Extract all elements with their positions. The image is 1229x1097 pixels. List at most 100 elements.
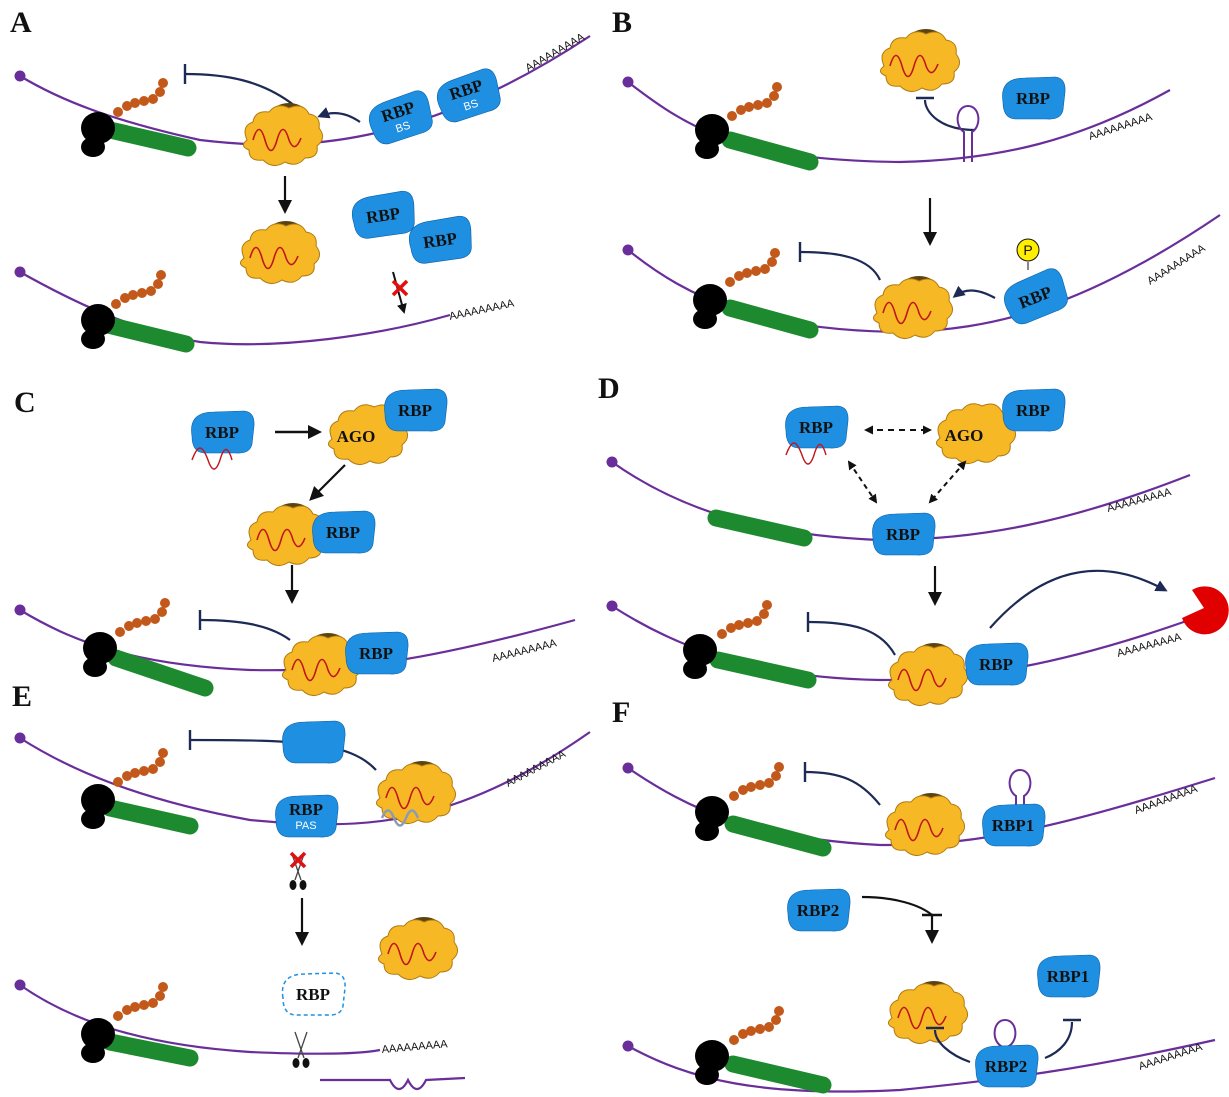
binding-site-label: BS (462, 98, 480, 114)
panel-label-d: D (598, 372, 620, 405)
ago-label: AGO (337, 427, 376, 446)
mirisc-icon (888, 981, 968, 1044)
amino-acid-bead (755, 1024, 765, 1034)
amino-acid-bead (743, 618, 753, 628)
ribosome-large-subunit (695, 796, 729, 828)
amino-acid-bead (158, 982, 168, 992)
ribosome-icon (695, 1040, 729, 1085)
rbp-body (282, 720, 346, 764)
amino-acid-bead (742, 268, 752, 278)
mirisc-icon (885, 793, 965, 856)
mirisc-body (243, 105, 323, 166)
amino-acid-bead (727, 111, 737, 121)
step-arrow (309, 464, 346, 501)
cap-5prime-icon (622, 244, 634, 256)
rbp-body (384, 388, 448, 432)
rbp-label: RBP (422, 229, 458, 253)
exonuclease-icon (1182, 586, 1229, 635)
nascent-peptide-icon (729, 1006, 784, 1045)
polya-tail: AAAAAAAAA (448, 297, 516, 323)
ribosome-small-subunit (81, 1043, 105, 1063)
rbp-label: RBP (296, 985, 330, 1004)
amino-acid-bead (158, 748, 168, 758)
scissor-handle (302, 1058, 310, 1068)
amino-acid-bead (717, 629, 727, 639)
polya-tail: AAAAAAAAA (491, 637, 559, 665)
amino-acid-bead (746, 1026, 756, 1036)
ribosome-icon (81, 784, 115, 829)
amino-acid-bead (729, 791, 739, 801)
amino-acid-bead (130, 98, 140, 108)
degraded-rbp-outline: RBP (281, 972, 346, 1016)
amino-acid-bead (734, 620, 744, 630)
inhibition-arrow-icon (923, 99, 976, 132)
phosphate-label: P (1023, 242, 1032, 258)
ribosome-large-subunit (81, 784, 115, 816)
amino-acid-bead (130, 1002, 140, 1012)
cap-5prime-icon (606, 456, 618, 468)
rbp-body (281, 972, 346, 1016)
rbp-label: RBP2 (797, 901, 840, 920)
amino-acid-bead (762, 600, 772, 610)
amino-acid-bead (767, 257, 777, 267)
rbp-blob-icon: RBP2 (975, 1044, 1039, 1088)
coding-sequence-bar (99, 316, 195, 353)
nascent-peptide-icon (111, 270, 166, 309)
amino-acid-bead (132, 618, 142, 628)
amino-acid-bead (111, 299, 121, 309)
mirisc-icon (247, 503, 327, 566)
ribosome-icon (81, 1018, 115, 1063)
rbp-body (1037, 954, 1101, 998)
rbp-body (275, 794, 339, 838)
amino-acid-bead (155, 757, 165, 767)
amino-acid-bead (736, 105, 746, 115)
amino-acid-bead (155, 991, 165, 1001)
amino-acid-bead (137, 288, 147, 298)
rbp-blob-icon: RBP (1002, 76, 1066, 120)
scissor-handle (289, 880, 297, 890)
mirisc-body (378, 919, 458, 980)
inhibition-arrow-icon (184, 72, 296, 107)
recruit-arrow (989, 569, 1168, 629)
ribosome-icon (81, 304, 115, 349)
ribosome-large-subunit (81, 112, 115, 144)
equilibrium-arrow (928, 460, 967, 504)
scissor-handle (292, 1058, 300, 1068)
scissor-blade (294, 1031, 305, 1059)
mrna-strand (627, 1038, 1216, 1093)
ribosome-large-subunit (693, 284, 727, 316)
rbp-body (982, 803, 1046, 847)
amino-acid-bead (744, 102, 754, 112)
amino-acid-bead (759, 609, 769, 619)
coding-sequence-bar (101, 1033, 199, 1067)
amino-acid-bead (113, 1011, 123, 1021)
coding-sequence-bar (721, 131, 819, 171)
ribosome-icon (81, 112, 115, 157)
ribosome-large-subunit (81, 1018, 115, 1050)
inhibition-arrow-icon (1044, 1021, 1074, 1060)
mirisc-icon (880, 29, 960, 92)
polya-tail: AAAAAAAAA (1145, 242, 1208, 288)
amino-acid-bead (157, 607, 167, 617)
mirna-strand (252, 128, 302, 152)
cap-5prime-icon (622, 762, 634, 774)
ribosome-small-subunit (693, 309, 717, 329)
amino-acid-bead (771, 1015, 781, 1025)
stem-loop-structure (993, 1018, 1017, 1060)
cap-5prime-icon (14, 70, 26, 82)
panel-label-a: A (10, 6, 32, 39)
rbp-blob-icon: RBP (1002, 388, 1066, 432)
stem-loop-structure (956, 104, 980, 162)
cap-5prime-icon (14, 266, 26, 278)
x-stroke (289, 851, 307, 869)
amino-acid-bead (764, 778, 774, 788)
rbp-body (785, 405, 849, 449)
rbp-body (351, 190, 415, 239)
amino-acid-bead (128, 290, 138, 300)
rbp-body (345, 631, 409, 675)
amino-acid-bead (156, 270, 166, 280)
scissor-blade (297, 1031, 308, 1059)
ribosome-small-subunit (695, 821, 719, 841)
